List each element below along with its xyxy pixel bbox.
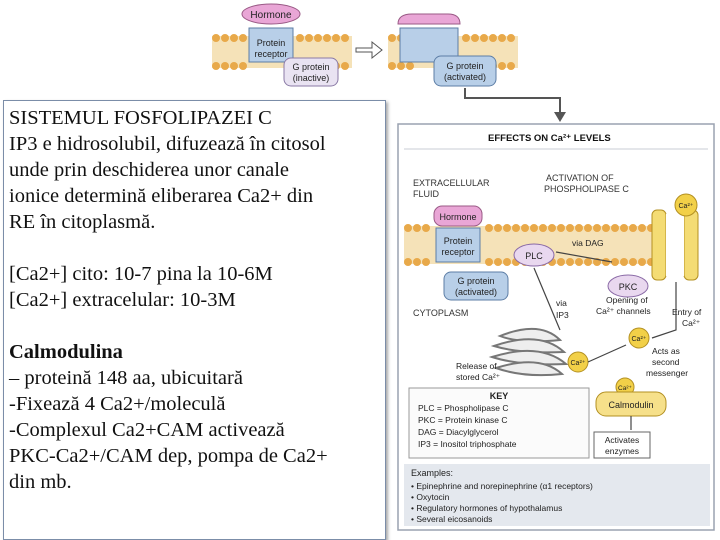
- key-title: KEY: [490, 391, 509, 401]
- key-item-3: DAG = Diacylglycerol: [418, 427, 499, 437]
- transition-arrow: [355, 40, 383, 60]
- svg-text:receptor: receptor: [441, 247, 474, 257]
- g-protein-inactive-shape: [283, 57, 339, 87]
- key-item-2: PKC = Protein kinase C: [418, 415, 508, 425]
- panel-g-protein-shape: [443, 271, 509, 301]
- hormone-shape: [241, 3, 301, 25]
- text-line: [Ca2+] cito: 10-7 pina la 10-6M: [9, 263, 273, 285]
- text-line: – proteină 148 aa, ubicuitară: [9, 367, 243, 389]
- activation-label: ACTIVATION OF: [546, 173, 614, 183]
- connector-arrow: [464, 88, 561, 114]
- svg-text:Ca²⁺: Ca²⁺: [679, 203, 694, 210]
- via-dag-label: via DAG: [572, 238, 604, 248]
- text-line: RE în citoplasmă.: [9, 211, 156, 233]
- pkc-label: PKC: [619, 282, 638, 292]
- g-protein-inactive-label-2: (inactive): [293, 73, 330, 83]
- plc-label: PLC: [525, 251, 543, 261]
- effects-panel: EFFECTS ON Ca²⁺ LEVELS EXTRACELLULAR FLU…: [397, 123, 715, 531]
- via-ip3-label-2: IP3: [556, 310, 569, 320]
- second-messenger-label: Acts as: [652, 346, 680, 356]
- extracellular-fluid-label: EXTRACELLULAR: [413, 178, 490, 188]
- hormone-bound-shape: [397, 13, 461, 25]
- text-line: IP3 e hidrosolubil, difuzează în citosol: [9, 133, 326, 155]
- examples-box: [404, 464, 710, 526]
- text-line: -Complexul Ca2+CAM activează: [9, 419, 285, 441]
- extracellular-fluid-label-2: FLUID: [413, 189, 440, 199]
- ca-ion-cyto-2: [628, 327, 650, 349]
- svg-text:(activated): (activated): [455, 287, 497, 297]
- panel-receptor-shape: [435, 227, 481, 263]
- g-protein-inactive-label: G protein: [292, 62, 329, 72]
- g-protein-activated-shape: [433, 55, 497, 87]
- cytoplasm-label: CYTOPLASM: [413, 308, 468, 318]
- release-stored-label-2: stored Ca²⁺: [456, 372, 501, 382]
- opening-channels-label-2: Ca²⁺ channels: [596, 306, 651, 316]
- text-line: din mb.: [9, 471, 72, 493]
- opening-channels-label: Opening of: [606, 295, 648, 305]
- key-item-1: PLC = Phospholipase C: [418, 403, 509, 413]
- hormone-label: Hormone: [250, 10, 292, 21]
- g-protein-activated-label: G protein: [446, 61, 483, 71]
- text-line: ionice determină eliberarea Ca2+ din: [9, 185, 314, 207]
- text-line: [Ca2+] extracelular: 10-3M: [9, 289, 236, 311]
- svg-text:G protein: G protein: [457, 276, 494, 286]
- svg-text:messenger: messenger: [646, 368, 688, 378]
- calmodulin-title: Calmodulina: [9, 341, 123, 363]
- svg-text:Ca²⁺: Ca²⁺: [571, 360, 586, 367]
- panel-hormone-shape: [433, 205, 483, 227]
- activates-enzymes-box: [593, 431, 651, 459]
- svg-text:Activates: Activates: [605, 435, 640, 445]
- plc-shape: [513, 243, 555, 267]
- example-1: • Epinephrine and norepinephrine (α1 rec…: [411, 481, 593, 491]
- svg-text:Ca²⁺: Ca²⁺: [632, 336, 647, 343]
- text-line: PKC-Ca2+/CAM dep, pompa de Ca2+: [9, 445, 328, 467]
- activation-label-2: PHOSPHOLIPASE C: [544, 184, 629, 194]
- text-box-title: SISTEMUL FOSFOLIPAZEI C: [9, 107, 272, 129]
- release-stored-label: Release of: [456, 361, 497, 371]
- svg-text:Protein: Protein: [444, 236, 473, 246]
- panel-hormone-label: Hormone: [439, 212, 476, 222]
- via-ip3-label: via: [556, 298, 567, 308]
- text-line: unde prin deschiderea unor canale: [9, 159, 290, 181]
- examples-title: Examples:: [411, 468, 453, 478]
- protein-receptor-label: Protein: [257, 38, 286, 48]
- protein-receptor-label-2: receptor: [254, 49, 287, 59]
- example-2: • Oxytocin: [411, 492, 450, 502]
- svg-text:enzymes: enzymes: [605, 446, 639, 456]
- g-protein-activated-label-2: (activated): [444, 72, 486, 82]
- svg-text:second: second: [652, 357, 680, 367]
- svg-text:Ca²⁺: Ca²⁺: [682, 318, 701, 328]
- top-membrane-diagram: Hormone Protein receptor G protein (inac…: [212, 3, 566, 122]
- key-item-4: IP3 = Inositol triphosphate: [418, 439, 517, 449]
- calcium-channel: [651, 209, 699, 281]
- key-box: [408, 387, 590, 459]
- entry-of-ca-label: Entry of: [672, 307, 702, 317]
- effects-header: EFFECTS ON Ca²⁺ LEVELS: [488, 133, 611, 144]
- calmodulin-label: Calmodulin: [608, 400, 653, 410]
- text-box: SISTEMUL FOSFOLIPAZEI C IP3 e hidrosolub…: [3, 100, 386, 540]
- ca-ion-outside: [674, 193, 698, 217]
- svg-text:Ca²⁺: Ca²⁺: [618, 385, 632, 392]
- example-4: • Several eicosanoids: [411, 514, 492, 524]
- example-3: • Regulatory hormones of hypothalamus: [411, 503, 562, 513]
- text-line: -Fixează 4 Ca2+/moleculă: [9, 393, 226, 415]
- pkc-shape: [607, 274, 649, 298]
- endoplasmic-reticulum: [488, 327, 569, 377]
